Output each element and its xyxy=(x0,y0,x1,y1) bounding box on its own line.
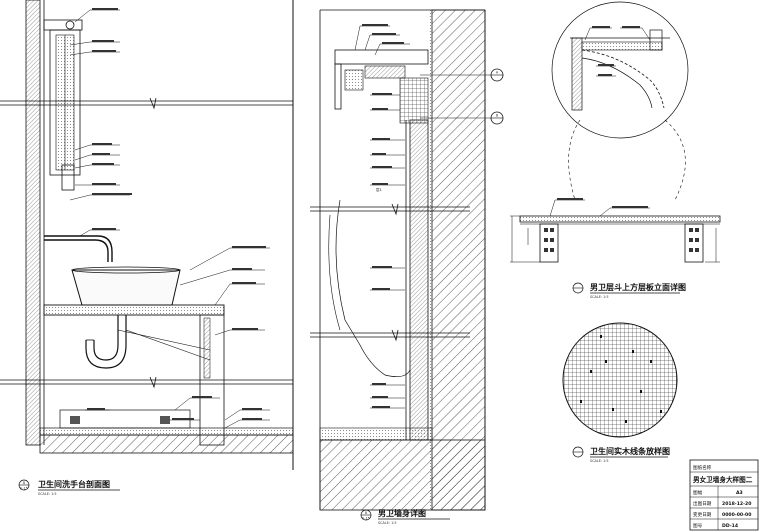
revision-date: 0000-00-00 xyxy=(722,512,751,518)
wood-strip-title-block: 卫生间实木线条放样图 SCALE: 1:5 xyxy=(572,446,670,463)
washbasin-section-scale: SCALE: 1:5 xyxy=(38,492,57,496)
wood-strip-view: 卫生间实木线条放样图 SCALE: 1:5 xyxy=(562,322,678,463)
wall-detail-view: A B xyxy=(310,9,504,525)
paper-size-label: 图幅 xyxy=(693,489,703,496)
marker-a-label: A xyxy=(496,71,499,75)
section-marker-a: A xyxy=(420,68,504,82)
wall-detail-title-block: B E-15 男卫墙身详图 SCALE: 1:5 xyxy=(360,508,450,525)
issue-date-label: 出图日期 xyxy=(693,500,712,507)
wood-strip-title: 卫生间实木线条放样图 xyxy=(590,446,670,456)
zoom-detail-circle xyxy=(551,1,689,201)
wall-detail-scale: SCALE: 1:5 xyxy=(378,521,397,525)
paper-size: A3 xyxy=(736,490,743,496)
shelf-elevation-title: 男卫层斗上方层板立面详图 xyxy=(590,282,686,292)
washbasin-bubble-top: B xyxy=(23,481,26,485)
wall-bubble-top: B xyxy=(365,511,368,515)
wall-bubble-bottom: E-15 xyxy=(362,517,370,521)
drawing-name: 男女卫墙身大样图二 xyxy=(693,475,753,484)
revision-date-label: 变更日期 xyxy=(693,511,712,518)
wall-ref-label: 层1 xyxy=(376,187,382,192)
shelf-elevation-title-block: 男卫层斗上方层板立面详图 SCALE: 1:5 xyxy=(572,282,686,299)
marker-b-label: B xyxy=(496,114,499,118)
shelf-elevation-view: 男卫层斗上方层板立面详图 SCALE: 1:5 xyxy=(510,198,721,299)
washbasin-section-title-block: B E-15 卫生间洗手台剖面图 SCALE: 1:5 xyxy=(18,479,120,496)
washbasin-section-view: B E-15 卫生间洗手台剖面图 SCALE: 1:5 xyxy=(0,0,294,496)
drawing-name-label: 图纸名称 xyxy=(693,464,712,471)
shelf-elevation-scale: SCALE: 1:5 xyxy=(590,295,609,299)
issue-date: 2018-12-20 xyxy=(722,501,751,507)
drawing-title-block: 图纸名称 男女卫墙身大样图二 图幅 A3 出图日期 2018-12-20 变更日… xyxy=(689,459,759,531)
drawing-number-label: 图号 xyxy=(693,523,703,529)
wood-strip-scale: SCALE: 1:5 xyxy=(590,459,609,463)
drawing-number: DD-14 xyxy=(722,523,738,529)
washbasin-bubble-bottom: E-15 xyxy=(20,487,28,491)
washbasin-section-title: 卫生间洗手台剖面图 xyxy=(38,479,110,489)
wall-detail-title: 男卫墙身详图 xyxy=(378,508,426,518)
section-marker-b: B xyxy=(420,111,504,125)
